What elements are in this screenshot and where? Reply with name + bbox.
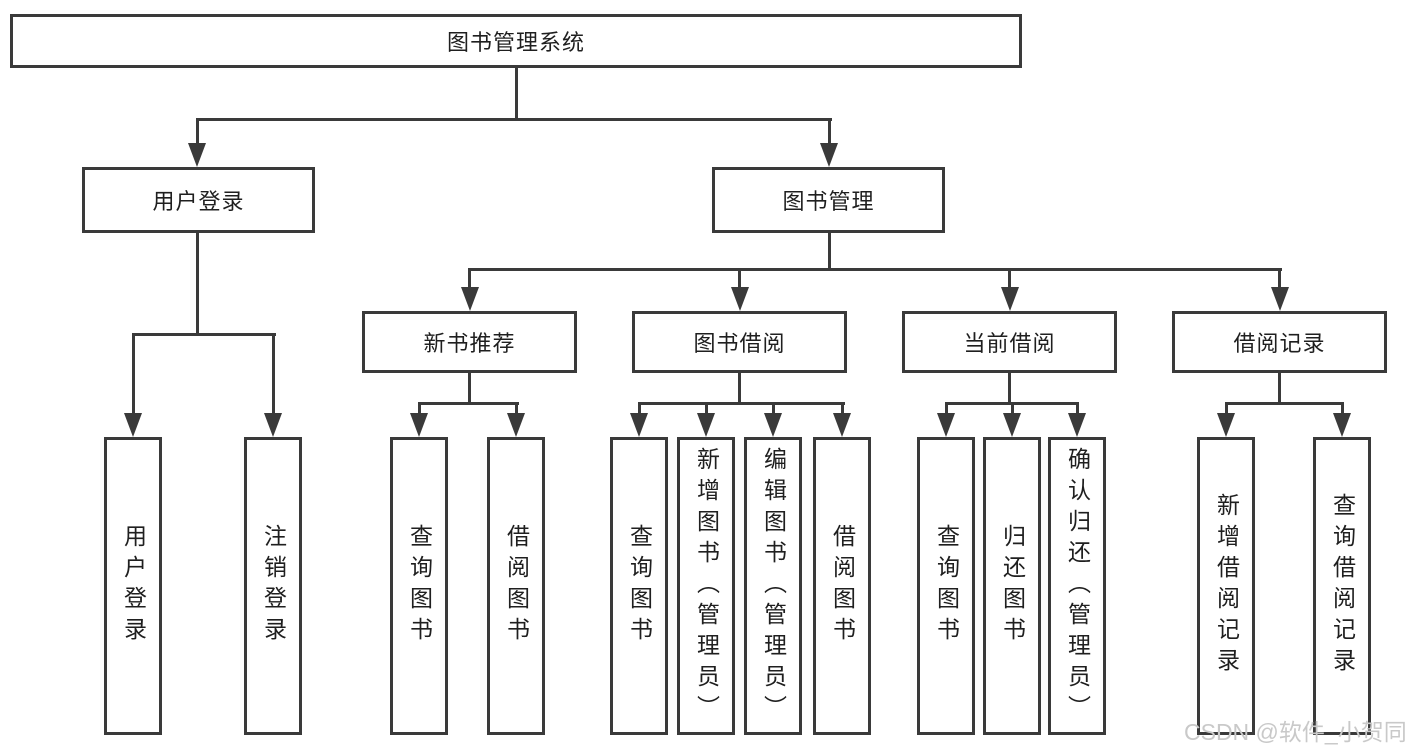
leaf-query-books-3-label: 查询图书 xyxy=(933,524,960,648)
leaf-logout-label: 注销登录 xyxy=(260,524,287,648)
connector-line xyxy=(468,373,471,405)
leaf-borrow-books-1-label: 借阅图书 xyxy=(503,524,530,648)
connector-line xyxy=(638,402,845,405)
connector-line xyxy=(1008,373,1011,405)
leaf-query-borrow-record-label: 查询借阅记录 xyxy=(1329,493,1356,679)
leaf-add-borrow-record-label: 新增借阅记录 xyxy=(1213,493,1240,679)
connector-line xyxy=(1278,373,1281,405)
connector-line xyxy=(515,68,518,120)
arrow-down-icon xyxy=(461,287,479,311)
connector-line xyxy=(705,402,708,416)
node-book-management: 图书管理 xyxy=(712,167,945,233)
leaf-add-books-admin: 新增图书（管理员） xyxy=(677,437,735,735)
connector-line xyxy=(272,333,275,417)
node-borrowing-records-label: 借阅记录 xyxy=(1233,331,1326,356)
arrow-down-icon xyxy=(697,413,715,437)
leaf-logout: 注销登录 xyxy=(244,437,302,735)
watermark: CSDN @软件_小贺同学 xyxy=(1184,719,1405,745)
connector-line xyxy=(738,373,741,405)
leaf-add-books-admin-label: 新增图书（管理员） xyxy=(693,446,720,726)
node-borrowing-records: 借阅记录 xyxy=(1172,311,1387,373)
node-user-login-label: 用户登录 xyxy=(152,189,245,214)
node-book-borrowing: 图书借阅 xyxy=(632,311,847,373)
node-new-book-recommend: 新书推荐 xyxy=(362,311,577,373)
leaf-user-login: 用户登录 xyxy=(104,437,162,735)
leaf-add-borrow-record: 新增借阅记录 xyxy=(1197,437,1255,735)
arrow-down-icon xyxy=(1217,413,1235,437)
node-user-login: 用户登录 xyxy=(82,167,315,233)
arrow-down-icon xyxy=(833,413,851,437)
connector-line xyxy=(418,402,421,416)
connector-line xyxy=(468,268,1282,271)
node-new-book-recommend-label: 新书推荐 xyxy=(423,331,516,356)
connector-line xyxy=(515,402,518,416)
connector-line xyxy=(1011,402,1014,416)
node-current-borrowing-label: 当前借阅 xyxy=(963,331,1056,356)
connector-line xyxy=(1278,268,1281,290)
arrow-down-icon xyxy=(731,287,749,311)
connector-line xyxy=(468,268,471,290)
arrow-down-icon xyxy=(1001,287,1019,311)
node-current-borrowing: 当前借阅 xyxy=(902,311,1117,373)
connector-line xyxy=(1341,402,1344,416)
leaf-query-books-1-label: 查询图书 xyxy=(406,524,433,648)
connector-line xyxy=(132,333,135,417)
connector-line xyxy=(1225,402,1228,416)
arrow-down-icon xyxy=(124,413,142,437)
connector-line xyxy=(418,402,519,405)
leaf-edit-books-admin: 编辑图书（管理员） xyxy=(744,437,802,735)
arrow-down-icon xyxy=(764,413,782,437)
leaf-query-books-2: 查询图书 xyxy=(610,437,668,735)
connector-line xyxy=(828,233,831,271)
arrow-down-icon xyxy=(1068,413,1086,437)
arrow-down-icon xyxy=(1271,287,1289,311)
leaf-query-borrow-record: 查询借阅记录 xyxy=(1313,437,1371,735)
arrow-down-icon xyxy=(937,413,955,437)
leaf-borrow-books-2-label: 借阅图书 xyxy=(829,524,856,648)
arrow-down-icon xyxy=(188,143,206,167)
connector-line xyxy=(1225,402,1344,405)
connector-line xyxy=(196,118,199,146)
connector-line xyxy=(738,268,741,290)
leaf-confirm-return-admin: 确认归还（管理员） xyxy=(1048,437,1106,735)
connector-line xyxy=(132,333,276,336)
arrow-down-icon xyxy=(1333,413,1351,437)
connector-line xyxy=(638,402,641,416)
arrow-down-icon xyxy=(1003,413,1021,437)
connector-line xyxy=(196,233,199,336)
arrow-down-icon xyxy=(264,413,282,437)
connector-line xyxy=(945,402,948,416)
leaf-confirm-return-admin-label: 确认归还（管理员） xyxy=(1064,446,1091,726)
leaf-borrow-books-1: 借阅图书 xyxy=(487,437,545,735)
node-book-management-label: 图书管理 xyxy=(782,189,875,214)
connector-line xyxy=(828,118,831,146)
arrow-down-icon xyxy=(630,413,648,437)
leaf-borrow-books-2: 借阅图书 xyxy=(813,437,871,735)
leaf-return-books-label: 归还图书 xyxy=(999,524,1026,648)
arrow-down-icon xyxy=(410,413,428,437)
node-root-label: 图书管理系统 xyxy=(446,30,585,55)
leaf-query-books-3: 查询图书 xyxy=(917,437,975,735)
connector-line xyxy=(1008,268,1011,290)
leaf-query-books-2-label: 查询图书 xyxy=(626,524,653,648)
leaf-user-login-label: 用户登录 xyxy=(120,524,147,648)
node-root: 图书管理系统 xyxy=(10,14,1022,68)
leaf-return-books: 归还图书 xyxy=(983,437,1041,735)
node-book-borrowing-label: 图书借阅 xyxy=(693,331,786,356)
connector-line xyxy=(196,118,832,121)
arrow-down-icon xyxy=(507,413,525,437)
leaf-edit-books-admin-label: 编辑图书（管理员） xyxy=(760,446,787,726)
arrow-down-icon xyxy=(820,143,838,167)
connector-line xyxy=(1076,402,1079,416)
leaf-query-books-1: 查询图书 xyxy=(390,437,448,735)
connector-line xyxy=(841,402,844,416)
connector-line xyxy=(772,402,775,416)
